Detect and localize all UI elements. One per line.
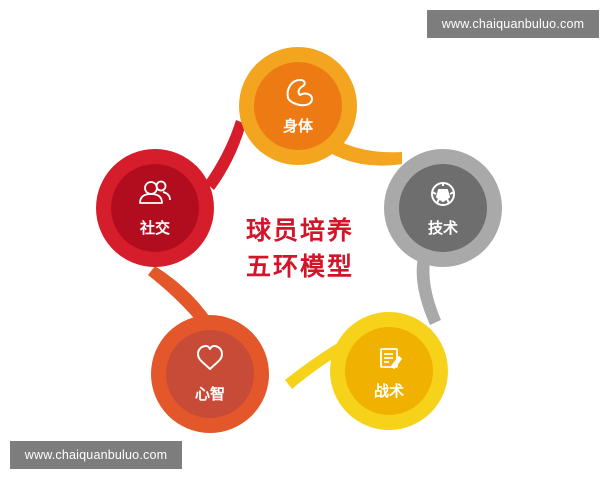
people-icon: [139, 180, 171, 204]
soccer-ball-icon: [431, 182, 455, 206]
center-title: 球员培养 五环模型: [246, 216, 354, 281]
connector-social-body: [205, 120, 246, 190]
center-title-line1: 球员培养: [246, 216, 354, 245]
watermark-bottom: www.chaiquanbuluo.com: [10, 441, 182, 469]
node-mind-label: 心智: [195, 385, 225, 403]
heart-icon: [197, 345, 223, 370]
node-technique-inner-circle: [399, 164, 487, 252]
node-body-inner-circle: [254, 62, 342, 150]
node-social-label: 社交: [139, 219, 170, 237]
node-technique: 技术: [384, 149, 502, 267]
node-social-inner-circle: [111, 164, 199, 252]
flexed-arm-icon: [286, 79, 313, 107]
node-body: 身体: [239, 47, 357, 165]
node-tactics-inner-circle: [345, 327, 433, 415]
node-body-label: 身体: [283, 117, 314, 135]
watermark-top: www.chaiquanbuluo.com: [427, 10, 599, 38]
node-social: 社交: [96, 149, 214, 267]
node-technique-label: 技术: [428, 219, 458, 237]
center-title-line2: 五环模型: [246, 252, 354, 281]
node-mind-inner-circle: [166, 330, 254, 418]
tactics-board-icon: [380, 348, 402, 369]
node-tactics-label: 战术: [374, 382, 404, 400]
node-mind: 心智: [151, 315, 269, 433]
connector-body-technique: [312, 128, 402, 166]
connector-technique-tactics: [416, 250, 441, 325]
node-tactics: 战术: [330, 312, 448, 430]
